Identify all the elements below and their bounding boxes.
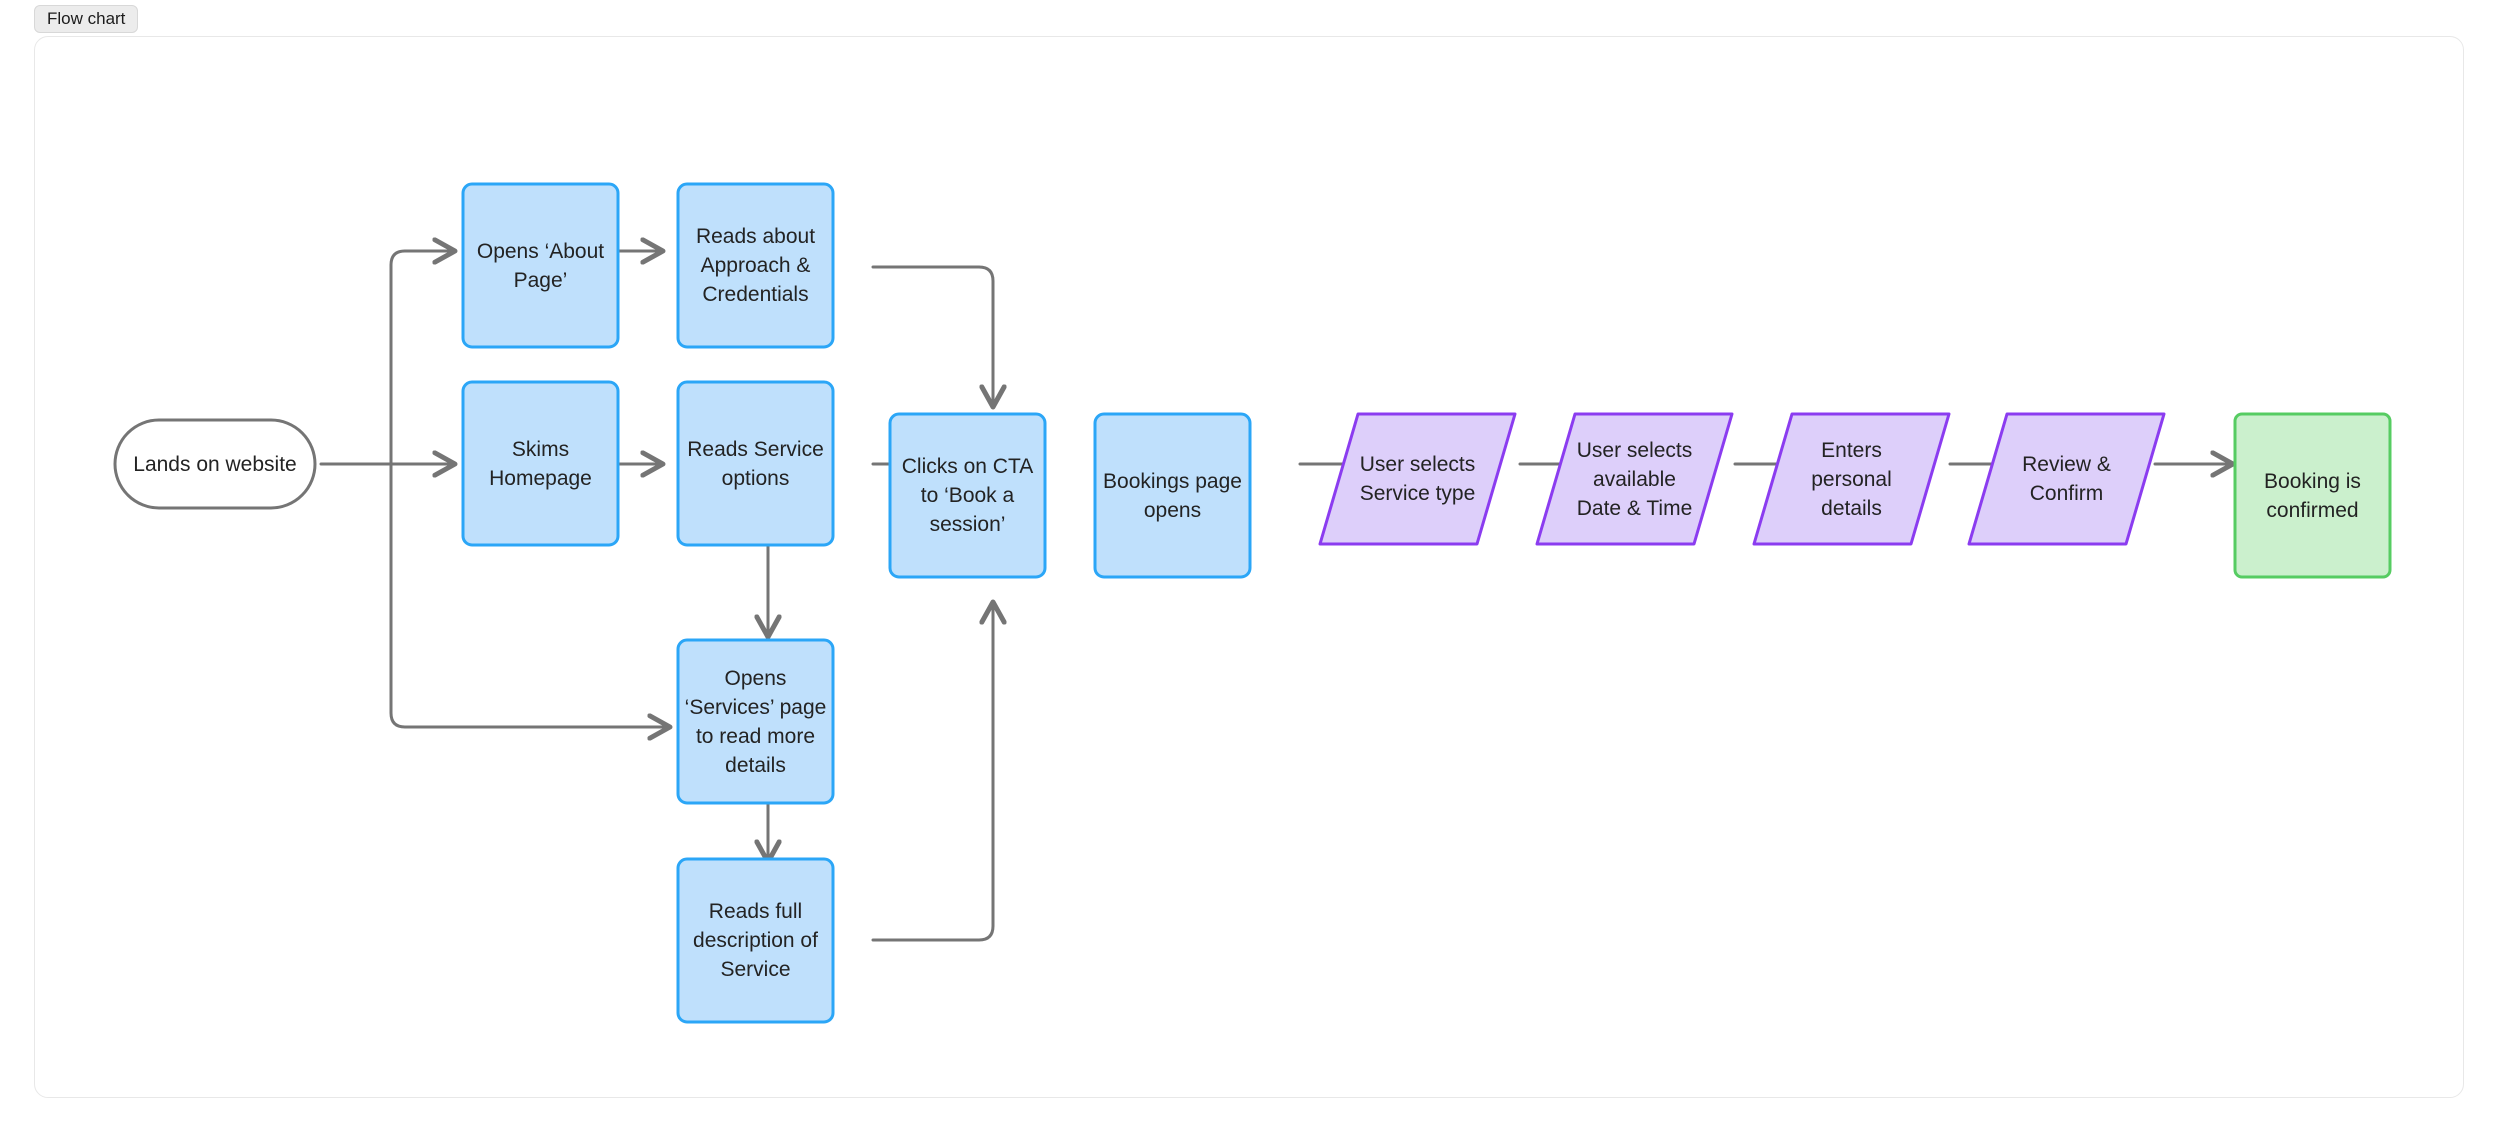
node-reads-service-options[interactable] (676, 380, 835, 547)
tab-flow-chart[interactable]: Flow chart (34, 5, 139, 33)
diagram-canvas[interactable]: Lands on website Opens ‘About Page’ Read… (34, 36, 2464, 1098)
node-review-and-confirm[interactable] (1967, 412, 2166, 546)
node-user-selects-date-time[interactable] (1535, 412, 1734, 546)
node-reads-full-description[interactable] (676, 857, 835, 1024)
node-opens-about-page[interactable] (461, 182, 620, 349)
edge-start-to-about (389, 251, 455, 466)
edge-credentials-to-cta (871, 265, 993, 407)
node-user-selects-service-type[interactable] (1318, 412, 1517, 546)
node-reads-about-approach-credentials[interactable] (676, 182, 835, 349)
node-bookings-page-opens[interactable] (1093, 412, 1252, 579)
node-opens-services-page[interactable] (676, 638, 835, 805)
node-skims-homepage[interactable] (461, 380, 620, 547)
node-enters-personal-details[interactable] (1752, 412, 1951, 546)
edge-layer (319, 251, 2233, 942)
node-clicks-cta[interactable] (888, 412, 1047, 579)
node-start[interactable] (113, 418, 317, 510)
flowchart-svg (113, 182, 2392, 1024)
edge-full-description-to-cta (871, 602, 993, 942)
tab-bar: Flow chart (34, 4, 139, 34)
node-booking-confirmed[interactable] (2233, 412, 2392, 579)
edge-start-to-services-page (389, 462, 670, 727)
